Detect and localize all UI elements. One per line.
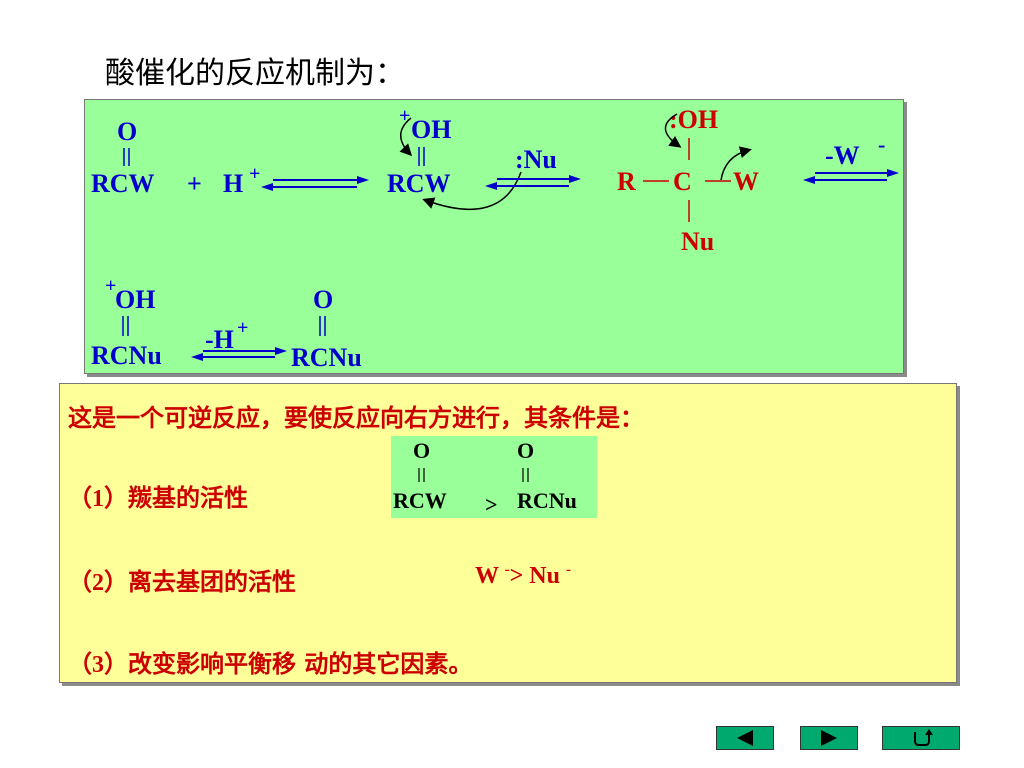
condition-item-3: （3）改变影响平衡移 动的其它因素。 <box>68 644 472 679</box>
reactivity-formula: O RCW > O RCNu <box>393 438 577 517</box>
condition-1-number: （1） <box>68 486 128 512</box>
comparison-w-charge: - <box>504 562 510 578</box>
step4-charge: + <box>105 275 116 297</box>
condition-item-1: （1）羰基的活性 <box>68 478 248 513</box>
condition-2-text: 离去基团的活性 <box>128 568 296 596</box>
conditions-heading: 这是一个可逆反应，要使反应向右方进行，其条件是： <box>68 404 644 432</box>
equilibrium-arrow-2 <box>485 175 581 190</box>
intermediate-r: R <box>617 167 636 196</box>
formula-right-rcnu: RCNu <box>517 488 577 513</box>
step2-nucleophile: :Nu <box>515 145 557 174</box>
curved-arrow-intermediate-oh <box>664 113 682 148</box>
deprotonation-label: -H <box>205 325 234 354</box>
condition-3-number: （3） <box>68 652 128 678</box>
leaving-group-label: -W <box>825 141 860 170</box>
return-arrow-icon <box>914 729 933 746</box>
condition-2-number: （2） <box>68 570 128 596</box>
triangle-right-icon <box>821 730 837 746</box>
condition-item-2: （2）离去基团的活性 <box>68 562 296 597</box>
return-button[interactable] <box>882 726 960 750</box>
step1-oxygen: O <box>117 117 137 146</box>
curved-arrow-nu-attack <box>422 171 522 211</box>
product-oxygen: O <box>313 285 333 314</box>
formula-left-rcw: RCW <box>393 488 447 513</box>
condition-3-text: 改变影响平衡移 动的其它因素。 <box>128 650 473 678</box>
step1-rcw: RCW <box>91 169 155 198</box>
mechanism-panel: O RCW + H + + OH RCW :Nu <box>84 99 904 374</box>
comparison-nu: Nu <box>529 563 560 589</box>
next-slide-button[interactable] <box>800 726 858 750</box>
formula-left-oxygen: O <box>413 438 430 463</box>
step2-charge: + <box>399 105 410 127</box>
equilibrium-arrow-3 <box>803 169 899 184</box>
reactivity-formula-box: O RCW > O RCNu <box>391 436 597 518</box>
comparison-gt: > <box>509 563 524 589</box>
step1-plus: + <box>187 169 202 198</box>
step4-oh: OH <box>115 285 155 314</box>
intermediate-nu: Nu <box>681 227 714 256</box>
leaving-group-charge: - <box>878 132 885 157</box>
comparison-w: W <box>475 563 499 589</box>
mechanism-diagram: O RCW + H + + OH RCW :Nu <box>91 105 899 372</box>
equilibrium-arrow-4 <box>191 347 287 361</box>
prev-slide-button[interactable] <box>716 726 774 750</box>
triangle-left-icon <box>737 730 753 746</box>
equilibrium-arrow-1 <box>261 176 369 191</box>
comparison-nu-charge: - <box>565 562 571 578</box>
step2-rcw: RCW <box>387 169 451 198</box>
formula-greater-than: > <box>485 492 498 517</box>
curved-arrow-leaving-w <box>720 146 752 181</box>
intermediate-c: C <box>673 167 692 196</box>
deprotonation-charge: + <box>237 317 248 339</box>
step1-proton-charge: + <box>249 163 260 185</box>
condition-1-text: 羰基的活性 <box>128 484 248 512</box>
step4-rcnu: RCNu <box>91 341 162 370</box>
step1-proton: H <box>223 169 243 198</box>
intermediate-oh: :OH <box>669 105 718 134</box>
intermediate-w: W <box>733 167 759 196</box>
curved-arrow-oh <box>399 117 413 157</box>
formula-right-oxygen: O <box>517 438 534 463</box>
leaving-group-comparison: W -> Nu - <box>475 562 571 590</box>
slide-title: 酸催化的反应机制为： <box>105 56 405 91</box>
step2-oh: OH <box>411 115 451 144</box>
conditions-panel <box>59 383 957 683</box>
product-rcnu: RCNu <box>291 343 362 372</box>
